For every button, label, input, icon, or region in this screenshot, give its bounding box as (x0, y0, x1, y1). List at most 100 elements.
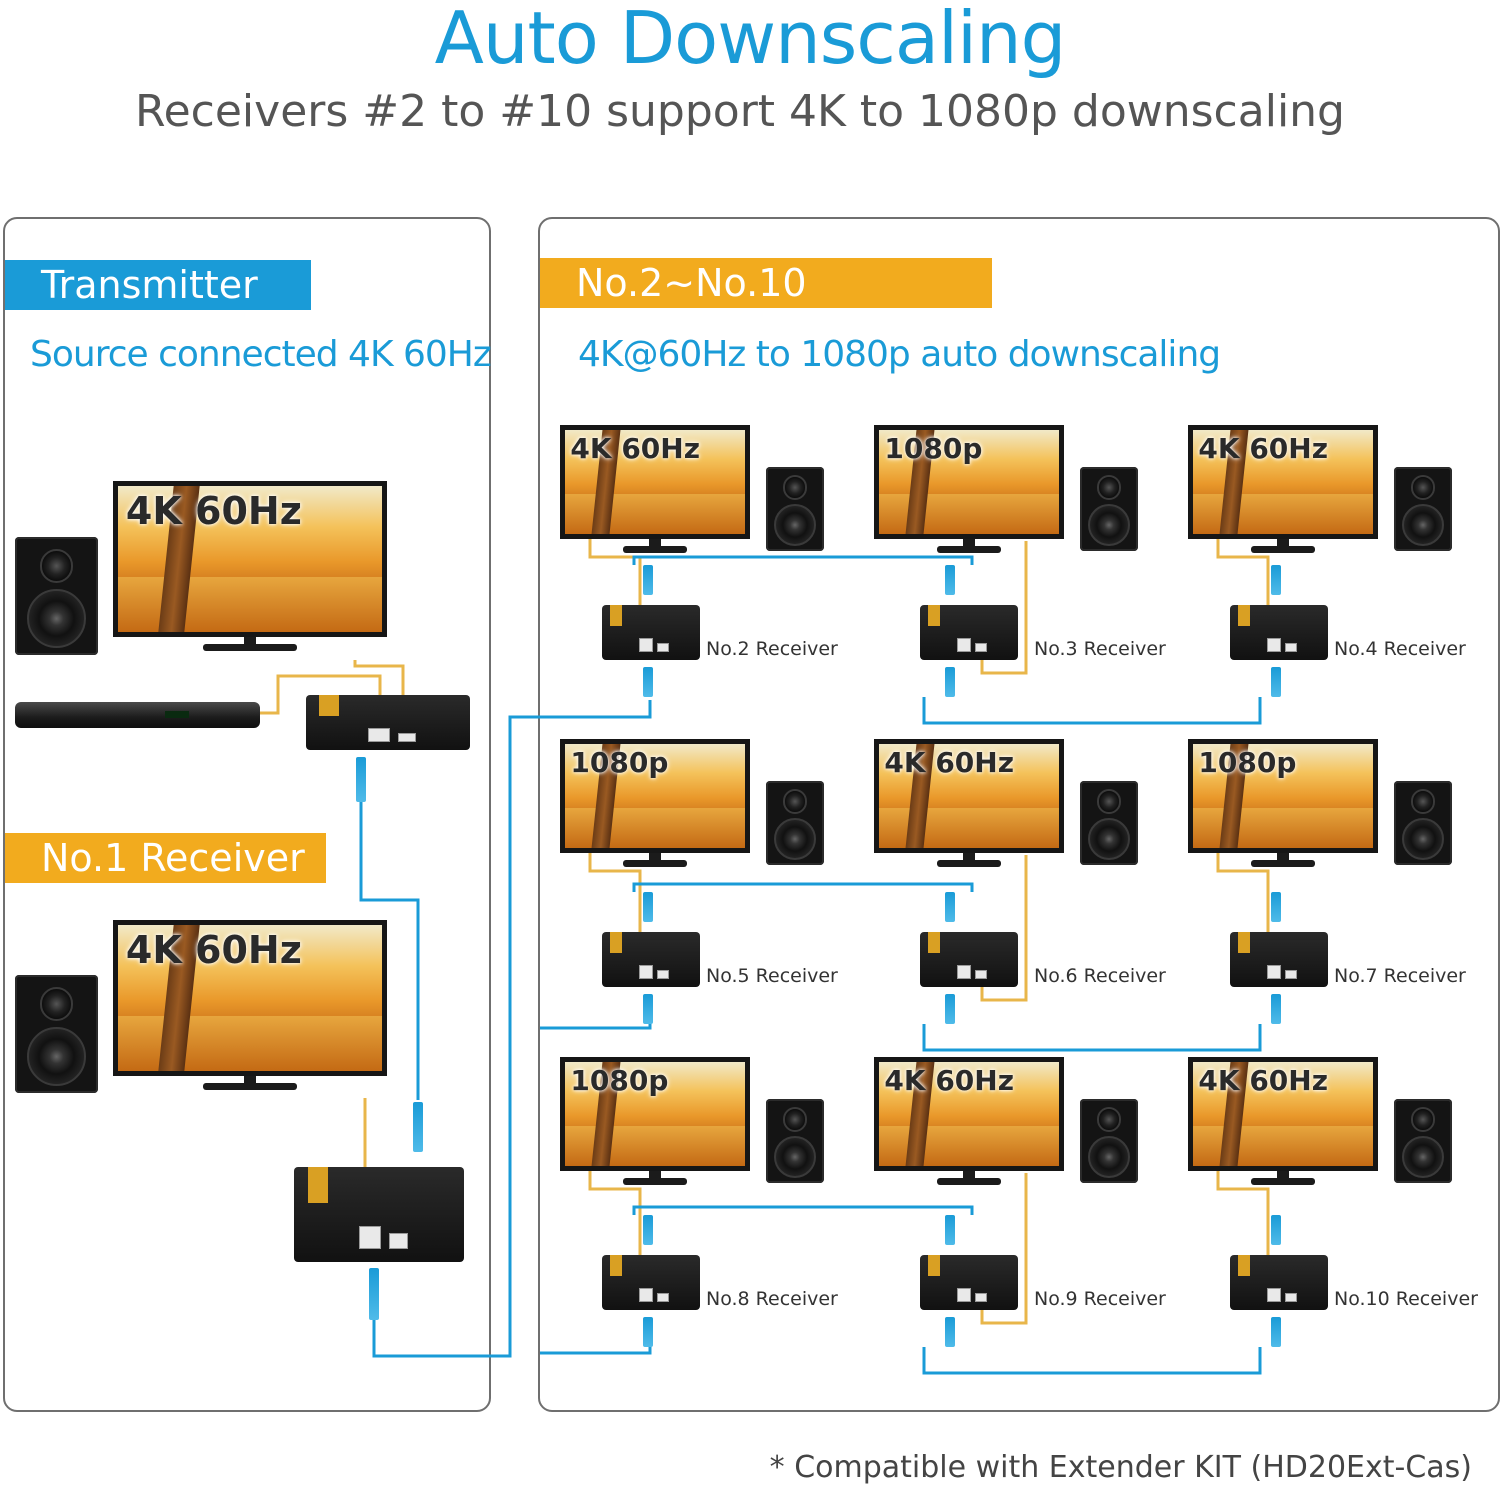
transmitter-to-receiver1-cat-cable (359, 802, 420, 1100)
receiver10-speaker (1394, 1099, 1452, 1183)
hdmi-port (1284, 1292, 1297, 1303)
speaker-tweeter (782, 1107, 808, 1133)
receiver7-tv: 1080p (1188, 739, 1378, 875)
receiver1-band: No.1 Receiver (5, 833, 326, 883)
device-indicator-stripe (319, 695, 339, 716)
receiver9-label: No.9 Receiver (1034, 1288, 1166, 1310)
source-tv: 4K 60Hz (113, 481, 387, 659)
tv-screen: 4K 60Hz (113, 481, 387, 637)
receiver2-rj45-out (643, 667, 653, 697)
row3-top-cat-cable (632, 1205, 974, 1215)
tv-resolution-label: 4K 60Hz (125, 488, 302, 533)
row2-feed-cat-cable (540, 1024, 652, 1030)
device-indicator-stripe (307, 1167, 328, 1204)
rj45-port (957, 1288, 971, 1303)
receiver2-tv: 4K 60Hz (560, 425, 750, 561)
device-indicator-stripe (1237, 605, 1250, 626)
speaker-tweeter (1410, 1107, 1436, 1133)
receiver6-label: No.6 Receiver (1034, 965, 1166, 987)
hdmi-port (974, 1292, 987, 1303)
rj45-port (957, 638, 971, 653)
receiver4-label: No.4 Receiver (1334, 638, 1466, 660)
receiver5-speaker (766, 781, 824, 865)
tv-screen: 4K 60Hz (560, 425, 750, 539)
speaker-woofer (1401, 503, 1445, 547)
receiver6-rj45-in (945, 892, 955, 922)
transmitter-box (306, 695, 470, 750)
receiver8-rj45-in (643, 1215, 653, 1245)
player-hdmi-cable (258, 674, 382, 715)
receiver10-tv: 4K 60Hz (1188, 1057, 1378, 1193)
tv-stand-neck (649, 1171, 661, 1179)
tv-stand-foot (622, 1178, 688, 1185)
tv-screen: 1080p (1188, 739, 1378, 853)
tv-stand-foot (203, 1083, 297, 1090)
hdmi-port (656, 1292, 669, 1303)
receiver7-hdmi-cable (1216, 853, 1270, 932)
rj45-port (957, 965, 971, 980)
speaker-woofer (1401, 1135, 1445, 1179)
tv-stand-neck (244, 1076, 256, 1084)
rj45-port (1267, 965, 1281, 980)
speaker-woofer (1401, 817, 1445, 861)
tv-stand-neck (1277, 1171, 1289, 1179)
speaker-tweeter (1410, 475, 1436, 501)
receiver9-rj45-in (945, 1215, 955, 1245)
speaker-woofer (1087, 503, 1131, 547)
tv-stand-foot (1250, 1178, 1316, 1185)
speaker-woofer (773, 817, 817, 861)
receiver5-box (602, 932, 700, 987)
tv-resolution-label: 1080p (570, 746, 669, 780)
source-speaker (15, 537, 98, 655)
hdmi-port (974, 969, 987, 980)
speaker-tweeter (1096, 475, 1122, 501)
hdmi-port (397, 732, 417, 743)
tv-resolution-label: 4K 60Hz (570, 432, 701, 466)
page-subtitle: Receivers #2 to #10 support 4K to 1080p … (135, 86, 1345, 137)
receiver10-box (1230, 1255, 1328, 1310)
receiver8-rj45-out (643, 1317, 653, 1347)
receiver2-hdmi-cable (588, 539, 642, 605)
receiver2-rj45-in (643, 565, 653, 595)
receiver7-label: No.7 Receiver (1334, 965, 1466, 987)
hdmi-port (656, 969, 669, 980)
transmitter-rj45-connector (356, 757, 366, 802)
source-hdmi-cable (353, 660, 405, 695)
receiver7-rj45-out (1271, 994, 1281, 1024)
speaker-woofer (773, 503, 817, 547)
tv-resolution-label: 4K 60Hz (884, 746, 1015, 780)
receiver9-speaker (1080, 1099, 1138, 1183)
tv-stand-foot (936, 860, 1002, 867)
receiver1-speaker (15, 975, 98, 1093)
receiver6-hdmi-cable (980, 855, 1028, 1002)
tv-stand-neck (963, 853, 975, 861)
footnote: * Compatible with Extender KIT (HD20Ext-… (769, 1450, 1472, 1485)
speaker-tweeter (39, 548, 74, 583)
player-display (165, 711, 189, 718)
device-indicator-stripe (1237, 1255, 1250, 1276)
receiver3-rj45-out (945, 667, 955, 697)
rj45-port (639, 638, 653, 653)
receiver2-speaker (766, 467, 824, 551)
receiver7-speaker (1394, 781, 1452, 865)
tv-screen: 1080p (560, 1057, 750, 1171)
tv-screen: 4K 60Hz (113, 920, 387, 1076)
rj45-port (1267, 638, 1281, 653)
receiver10-rj45-out (1271, 1317, 1281, 1347)
receiver8-box (602, 1255, 700, 1310)
speaker-tweeter (1096, 789, 1122, 815)
receiver8-label: No.8 Receiver (706, 1288, 838, 1310)
speaker-woofer (773, 1135, 817, 1179)
tv-screen: 4K 60Hz (1188, 1057, 1378, 1171)
row1-top-cat-cable (632, 555, 974, 565)
speaker-tweeter (782, 475, 808, 501)
page-title: Auto Downscaling (434, 0, 1067, 80)
row2-bottom-cat-cable (922, 1024, 1262, 1052)
receiver8-speaker (766, 1099, 824, 1183)
receiver3-rj45-in (945, 565, 955, 595)
receiver4-box (1230, 605, 1328, 660)
speaker-woofer (27, 588, 86, 648)
receiver1-rj45-connector-out (369, 1268, 379, 1320)
receiver6-rj45-out (945, 994, 955, 1024)
receiver2-box (602, 605, 700, 660)
